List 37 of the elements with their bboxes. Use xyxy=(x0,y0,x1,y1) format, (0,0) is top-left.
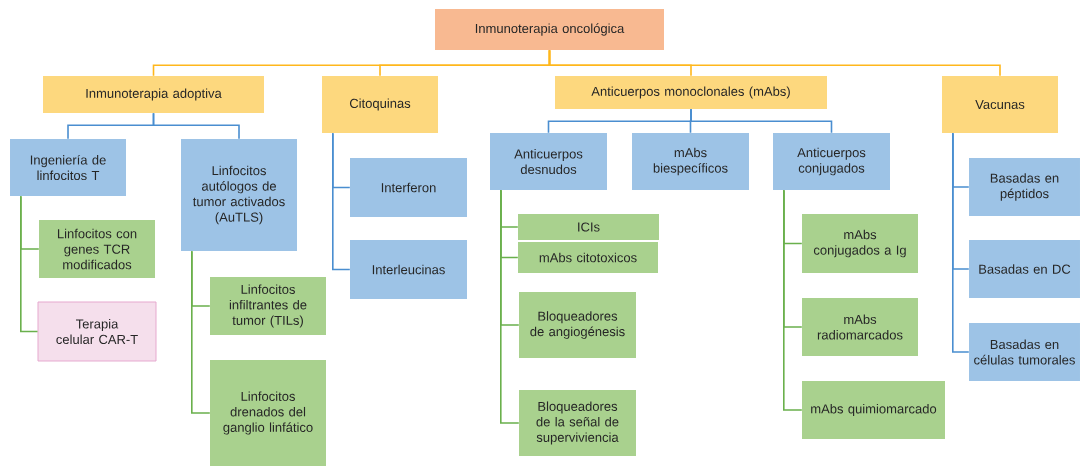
category-box: Linfocitos infiltrantes de tumor (TILs) xyxy=(210,277,326,335)
category-box: Anticuerpos conjugados xyxy=(773,133,890,190)
connector-line xyxy=(783,189,803,411)
category-box: Basadas en DC xyxy=(969,240,1080,298)
category-box: Bloqueadores de la señal de superviviencia xyxy=(519,390,636,456)
connector-line xyxy=(690,108,833,134)
category-box: mAbs biespecíficos xyxy=(632,133,749,190)
category-box: Linfocitos autólogos de tumor activados (AuTLS) xyxy=(181,139,297,251)
node-label: ICIs xyxy=(578,222,600,232)
category-box: Ingeniería de linfocitos T xyxy=(10,139,126,196)
category-box: Vacunas xyxy=(942,76,1058,133)
category-box: mAbs quimiomarcado xyxy=(802,381,945,439)
connector-line xyxy=(191,250,211,414)
category-box: Anticuerpos monoclonales (mAbs) xyxy=(555,76,827,109)
category-box: Inmunoterapia oncológica xyxy=(435,9,664,50)
category-box: Linfocitos drenados del ganglio linfático xyxy=(210,360,326,466)
category-box: Inmunoterapia adoptiva xyxy=(43,76,264,113)
category-box: Terapia celular CAR-T xyxy=(37,301,157,362)
category-box: ICIs xyxy=(518,214,659,240)
category-box: Linfocitos con genes TCR modificados xyxy=(39,220,155,278)
connector-line xyxy=(152,112,240,140)
category-box: Basadas en péptidos xyxy=(969,158,1080,216)
category-box: Interferon xyxy=(350,158,467,217)
category-box: Interleucinas xyxy=(350,240,467,299)
category-box: Basadas en células tumorales xyxy=(969,323,1080,381)
category-box: mAbs citotoxicos xyxy=(518,242,658,273)
category-box: Citoquinas xyxy=(322,76,438,133)
connector-line xyxy=(20,195,39,333)
connector-line xyxy=(952,132,970,353)
category-box: mAbs radiomarcados xyxy=(802,298,918,356)
category-box: mAbs conjugados a Ig xyxy=(802,214,918,273)
connector-line xyxy=(332,132,351,271)
connector-line xyxy=(500,189,520,424)
category-box: Bloqueadores de angiogénesis xyxy=(519,292,636,358)
connector-line xyxy=(548,49,1001,77)
category-box: Anticuerpos desnudos xyxy=(490,133,607,190)
node-label: mAbs citotoxicos xyxy=(539,252,637,263)
